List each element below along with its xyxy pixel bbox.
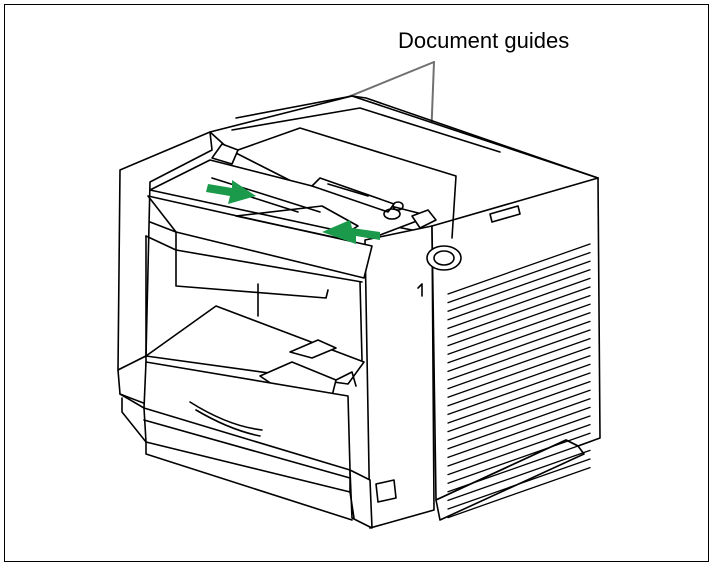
guide-arrows: [206, 180, 380, 244]
vent-slat: [447, 406, 591, 459]
vent-slat: [447, 458, 591, 510]
vent-slat: [447, 243, 591, 295]
vent-slat: [447, 423, 591, 476]
vent-slat: [447, 355, 591, 407]
side-vents: [447, 243, 591, 519]
vent-slat: [447, 398, 591, 450]
vent-slat: [447, 303, 591, 355]
vent-slat: [447, 277, 591, 330]
vent-slat: [447, 441, 591, 493]
vent-slat: [447, 389, 591, 441]
vent-slat: [447, 269, 591, 321]
vent-slat: [447, 251, 591, 304]
top-cover-details: [231, 95, 599, 239]
vent-slat: [447, 466, 591, 519]
vent-slat: [447, 346, 591, 398]
vent-slat: [447, 372, 591, 424]
document-guides-label: Document guides: [398, 28, 570, 53]
vent-slat: [447, 329, 591, 381]
vent-slat: [447, 294, 591, 347]
vent-slat: [447, 337, 591, 390]
vent-slat: [447, 432, 591, 484]
vent-slat: [447, 449, 591, 502]
operation-button: [417, 245, 462, 297]
document-tray: [147, 143, 437, 283]
vent-slat: [447, 260, 591, 312]
vent-slat: [447, 312, 591, 364]
vent-slat: [447, 380, 591, 433]
vent-slat: [447, 415, 591, 467]
vent-slat: [447, 363, 591, 416]
lower-front: [145, 441, 397, 529]
vent-slat: [447, 320, 591, 373]
paper-cassette: [119, 361, 351, 493]
vent-slat: [447, 286, 591, 338]
